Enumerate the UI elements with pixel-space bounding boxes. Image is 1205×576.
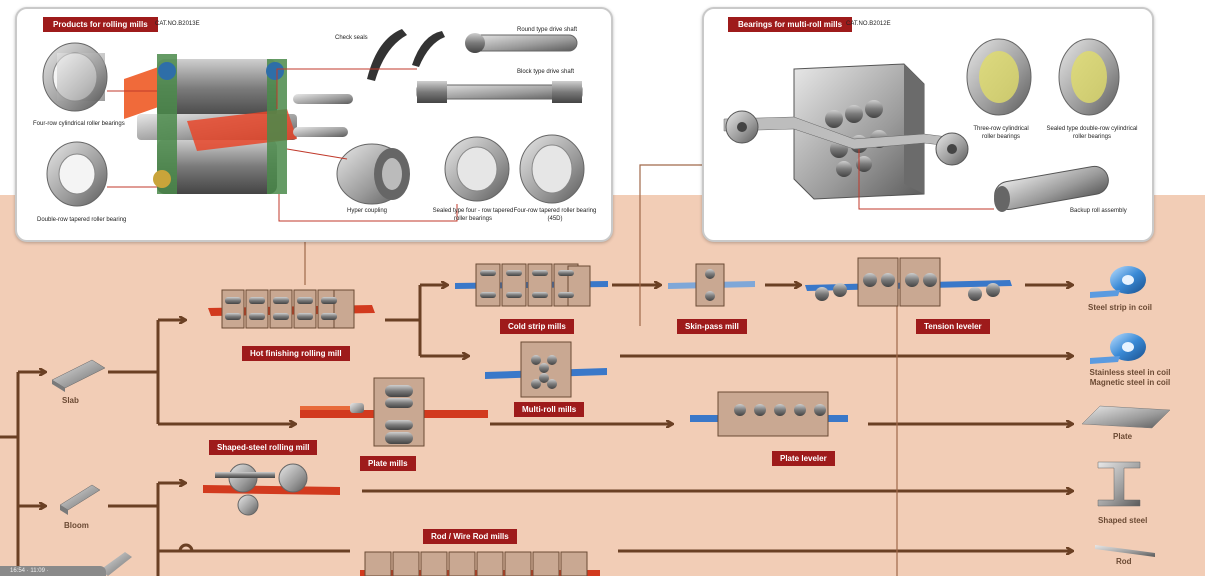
tension-leveler-graphic	[805, 257, 1012, 307]
rolling-panel-graphic	[42, 29, 585, 222]
four-row-tapered-label-line2: (45D)	[547, 216, 563, 222]
hot-finishing-mill-graphic	[208, 289, 375, 329]
multi-roll-panel: Bearings for multi-roll mills CAT.NO.B20…	[702, 7, 1154, 242]
rolling-panel-title: Products for rolling mills	[43, 17, 158, 32]
rod-label: Rod	[1116, 557, 1132, 566]
sealed-double-row-label-line2: roller bearings	[1072, 134, 1112, 140]
stainless-label-line2: Magnetic steel in coil	[1089, 378, 1171, 387]
plate-leveler-tag: Plate leveler	[772, 451, 835, 466]
sealed-double-row-label: Sealed type double-row cylindrical rolle…	[1044, 125, 1140, 141]
sealed-four-row-bearing-shape	[444, 136, 510, 202]
multi-roll-tag: Multi-roll mills	[514, 402, 585, 417]
hyper-coupling-label: Hyper coupling	[347, 208, 388, 214]
multi-roll-mill-graphic	[485, 341, 607, 398]
flow-lines	[0, 285, 1072, 576]
plate-mill-graphic	[300, 377, 488, 447]
bloom-label: Bloom	[64, 521, 89, 530]
shaped-steel-mill-graphic	[203, 463, 340, 516]
panel-connectors	[304, 164, 898, 576]
slab-label: Slab	[62, 396, 79, 405]
sealed-four-row-label-line1: Sealed type four - row tapered	[432, 208, 514, 214]
stainless-label-line1: Stainless steel in coil	[1089, 368, 1171, 377]
check-seals-shape	[367, 29, 445, 81]
cold-strip-tag: Cold strip mills	[500, 319, 574, 334]
three-row-label-line1: Three-row cylindrical	[973, 126, 1029, 132]
skin-pass-mill-graphic	[668, 263, 755, 307]
block-drive-shaft-shape	[416, 81, 583, 103]
three-row-label-line2: roller bearings	[981, 134, 1021, 140]
steel-strip-coil-shape	[1090, 266, 1146, 298]
four-row-tapered-label-line1: Four-row tapered roller bearing	[513, 208, 597, 214]
shaped-steel-shape	[1097, 461, 1141, 507]
billet-shape	[100, 552, 132, 576]
stainless-coil-shape	[1090, 333, 1146, 364]
cold-strip-mill-graphic	[455, 263, 608, 307]
four-row-tapered-label: Four-row tapered roller bearing (45D)	[511, 207, 599, 223]
multi-panel-catalog: CAT.NO.B2012E	[846, 21, 891, 27]
plate-mills-tag: Plate mills	[360, 456, 416, 471]
multi-roll-housing-shape	[723, 63, 969, 200]
multi-panel-graphic	[723, 38, 1120, 212]
backup-roll-label: Backup roll assembly	[1070, 208, 1127, 214]
skin-pass-tag: Skin-pass mill	[677, 319, 747, 334]
backup-roll-assembly-shape	[994, 165, 1109, 212]
sealed-four-row-label: Sealed type four - row tapered roller be…	[427, 207, 519, 223]
mill-stand-shape	[124, 54, 353, 194]
video-timestamp-overlay: 16:54 · 11:09 ·	[0, 566, 106, 576]
tension-leveler-tag: Tension leveler	[916, 319, 990, 334]
hot-finishing-tag: Hot finishing rolling mill	[242, 346, 350, 361]
sealed-double-row-bearing-shape	[1058, 38, 1120, 116]
plate-leveler-graphic	[690, 391, 848, 437]
four-row-bearing-shape	[42, 42, 108, 112]
plate-label: Plate	[1113, 432, 1133, 441]
stainless-label: Stainless steel in coil Magnetic steel i…	[1080, 368, 1180, 388]
three-row-bearing-shape	[966, 38, 1032, 116]
sealed-double-row-label-line1: Sealed type double-row cylindrical	[1046, 126, 1138, 132]
hyper-coupling-shape	[336, 143, 410, 205]
slab-shape	[51, 359, 106, 392]
bloom-shape	[59, 484, 101, 515]
check-seals-label: Check seals	[335, 35, 368, 41]
double-row-bearing-shape	[46, 141, 108, 207]
background-process	[0, 195, 1205, 576]
rolling-mills-panel: Products for rolling mills CAT.NO.B2013E	[15, 7, 613, 242]
four-row-bearing-label: Four-row cylindrical roller bearings	[33, 121, 125, 127]
steel-strip-label: Steel strip in coil	[1088, 303, 1153, 312]
rod-mills-tag: Rod / Wire Rod mills	[423, 529, 517, 544]
shaped-steel-mill-tag: Shaped-steel rolling mill	[209, 440, 318, 455]
shaped-steel-label: Shaped steel	[1098, 516, 1148, 525]
connector-multi-panel	[639, 164, 702, 326]
block-shaft-label: Block type drive shaft	[517, 69, 575, 75]
round-shaft-label: Round type drive shaft	[517, 27, 578, 33]
round-drive-shaft-shape	[465, 33, 578, 53]
multi-panel-title: Bearings for multi-roll mills	[728, 17, 853, 32]
four-row-tapered-bearing-shape	[519, 134, 585, 204]
rolling-panel-catalog: CAT.NO.B2013E	[155, 21, 200, 27]
plate-shape	[1081, 405, 1171, 429]
double-row-bearing-label: Double-row tapered roller bearing	[37, 217, 127, 223]
sealed-four-row-label-line2: roller bearings	[453, 216, 493, 222]
three-row-label: Three-row cylindrical roller bearings	[966, 125, 1036, 141]
rod-shape	[1095, 545, 1155, 557]
rod-mill-graphic	[360, 551, 600, 576]
